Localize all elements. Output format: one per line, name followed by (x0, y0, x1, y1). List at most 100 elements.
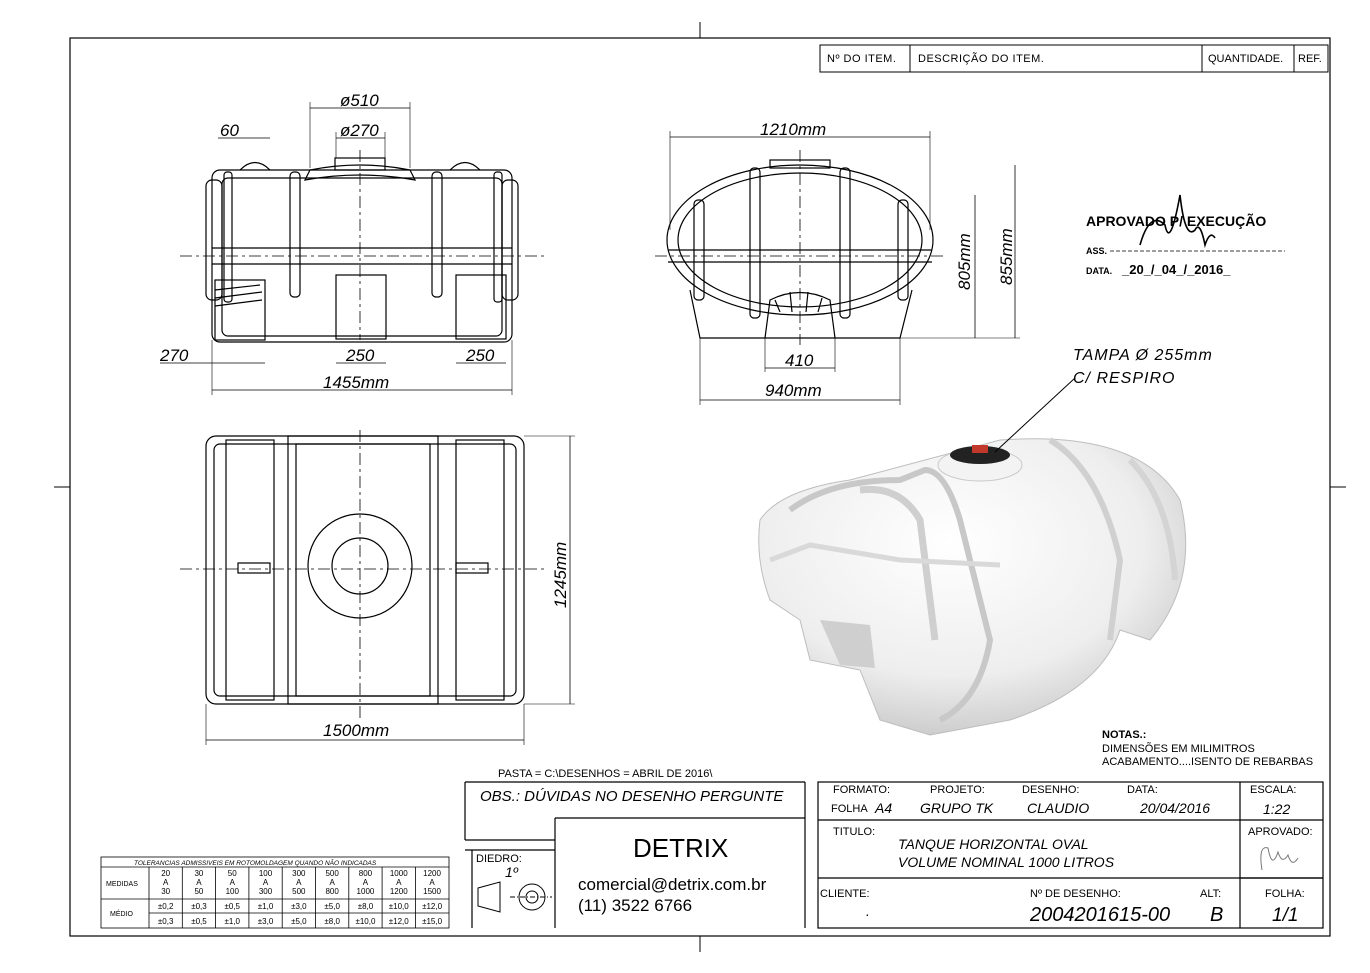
projeto-label: PROJETO: (930, 784, 985, 796)
tolerance-range-label: 50 (194, 887, 203, 896)
escala-label: ESCALA: (1250, 784, 1296, 796)
tolerance-range-label: 1000 (390, 869, 408, 878)
data-label: DATA: (1127, 784, 1158, 796)
folha2-label: FOLHA: (1265, 888, 1305, 900)
tolerance-value: ±0,3 (191, 902, 207, 911)
tolerance-range-label: 500 (292, 887, 306, 896)
tolerance-value: ±0,5 (191, 917, 207, 926)
desenho-label: DESENHO: (1022, 784, 1079, 796)
tolerance-range-label: 1500 (423, 887, 441, 896)
cliente-label: CLIENTE: (820, 888, 870, 900)
alt-label: ALT: (1200, 888, 1221, 900)
tolerance-range-label: A (263, 878, 269, 887)
tolerance-value: ±8,0 (324, 917, 340, 926)
data-value: 20/04/2016 (1139, 800, 1210, 816)
dim-270: 270 (159, 346, 189, 365)
tolerance-range-label: A (429, 878, 435, 887)
dim-d270: ø270 (340, 121, 379, 140)
dim-60: 60 (220, 121, 239, 140)
tolerance-range-label: 800 (325, 887, 339, 896)
tolerance-range-label: 1200 (390, 887, 408, 896)
tolerance-range-label: A (163, 878, 169, 887)
callout-tampa: TAMPA Ø 255mm (1073, 347, 1213, 364)
tolerance-range-label: 30 (194, 869, 203, 878)
desenho-value: CLAUDIO (1027, 800, 1089, 816)
tolerance-medio: MÉDIO (110, 909, 134, 918)
approval-date: _20_/_04_/_2016_ (1121, 262, 1231, 277)
dim-940: 940mm (765, 381, 822, 400)
dim-1245: 1245mm (551, 542, 570, 608)
side-view (655, 131, 1020, 405)
company-name: DETRIX (633, 833, 728, 863)
tolerance-value: ±8,0 (358, 902, 374, 911)
company-phone: (11) 3522 6766 (578, 896, 692, 915)
folha-label: FOLHA (831, 803, 868, 815)
dim-250-left: 250 (345, 346, 375, 365)
dim-1210: 1210mm (760, 120, 826, 139)
tolerance-range-label: 20 (161, 869, 170, 878)
tolerance-table (100, 856, 450, 929)
tolerance-range-label: A (396, 878, 402, 887)
dim-855: 855mm (997, 228, 1016, 285)
tolerance-value: ±15,0 (422, 917, 443, 926)
tolerance-range-label: 50 (228, 869, 237, 878)
dim-d510: ø510 (340, 91, 379, 110)
signature (1139, 194, 1216, 249)
tolerance-range-label: A (363, 878, 369, 887)
tolerance-range-label: A (329, 878, 335, 887)
dim-410: 410 (785, 351, 814, 370)
aprovado-signature (1260, 847, 1299, 871)
pasta-path: PASTA = C:\DESENHOS = ABRIL DE 2016\ (498, 768, 713, 780)
tolerance-value: ±0,3 (158, 917, 174, 926)
alt-value: B (1210, 904, 1223, 926)
tolerance-medidas: MEDIDAS (106, 881, 138, 888)
approval-data-label: DATA. (1086, 266, 1112, 276)
tolerance-value: ±0,2 (158, 902, 174, 911)
obs-text: OBS.: DÚVIDAS NO DESENHO PERGUNTE (480, 788, 784, 805)
callout-respiro: C/ RESPIRO (1073, 370, 1175, 387)
tolerance-cells: 20A3030A5050A100100A300300A500500A800800… (158, 869, 443, 926)
company-email: comercial@detrix.com.br (578, 875, 767, 894)
tolerance-value: ±3,0 (258, 917, 274, 926)
tolerance-value: ±0,5 (224, 902, 240, 911)
tolerance-title: TOLERANCIAS ADMISSIVEIS EM ROTOMOLDAGEM … (134, 858, 377, 867)
notes-line1: DIMENSÕES EM MILIMITROS (1102, 742, 1255, 755)
titulo-label: TITULO: (833, 826, 875, 838)
tolerance-value: ±5,0 (324, 902, 340, 911)
dim-250-right: 250 (465, 346, 495, 365)
aprovado-label: APROVADO: (1248, 826, 1313, 838)
tolerance-value: ±12,0 (422, 902, 443, 911)
projeto-value: GRUPO TK (920, 800, 994, 816)
ref-header: REF. (1298, 53, 1322, 65)
tolerance-value: ±1,0 (258, 902, 274, 911)
tank-3d-render (758, 377, 1187, 736)
tolerance-value: ±5,0 (291, 917, 307, 926)
approval-title: APROVADO P/ EXECUÇÃO (1086, 212, 1266, 229)
tolerance-range-label: A (296, 878, 302, 887)
tolerance-value: ±1,0 (224, 917, 240, 926)
ndesenho-label: Nº DE DESENHO: (1030, 888, 1121, 900)
approval-ass-label: ASS. (1086, 246, 1107, 256)
tolerance-range-label: 300 (292, 869, 306, 878)
first-angle-symbol (477, 881, 552, 913)
dim-805: 805mm (955, 233, 974, 290)
notes-line2: ACABAMENTO....ISENTO DE REBARBAS (1102, 756, 1313, 768)
parts-list-header: Nº DO ITEM. DESCRIÇÃO DO ITEM. QUANTIDAD… (819, 44, 1329, 73)
notes-title: NOTAS.: (1102, 729, 1146, 741)
titulo-line2: VOLUME NOMINAL 1000 LITROS (898, 854, 1115, 870)
tolerance-range-label: A (196, 878, 202, 887)
dim-1500: 1500mm (323, 721, 389, 740)
folha-value: A4 (874, 800, 892, 816)
tolerance-range-label: 1000 (357, 887, 375, 896)
ndesenho-value: 2004201615-00 (1029, 904, 1170, 926)
escala-value: 1:22 (1263, 801, 1290, 817)
tolerance-range-label: 100 (226, 887, 240, 896)
dim-1455: 1455mm (323, 373, 389, 392)
tolerance-value: ±10,0 (355, 917, 376, 926)
tolerance-range-label: 300 (259, 887, 273, 896)
item-no-header: Nº DO ITEM. (827, 53, 896, 65)
tolerance-range-label: 100 (259, 869, 273, 878)
description-header: DESCRIÇÃO DO ITEM. (918, 52, 1044, 65)
front-view (160, 102, 545, 395)
